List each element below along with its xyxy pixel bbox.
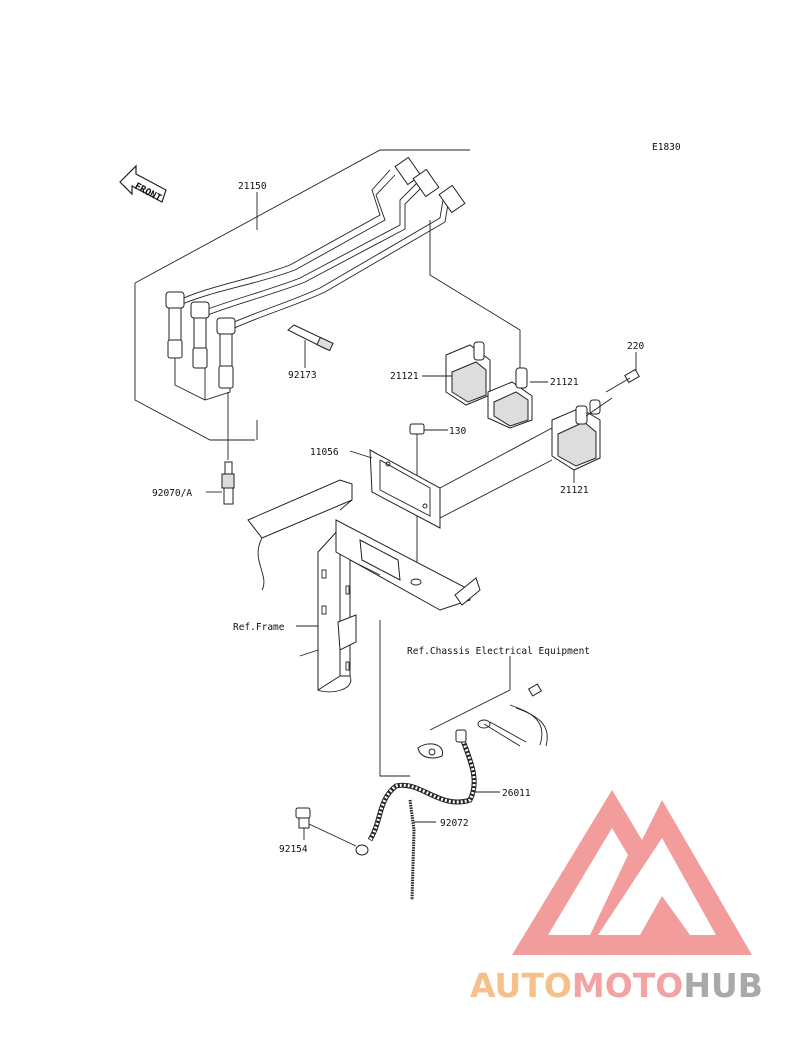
ref-chassis-electrical: Ref.Chassis Electrical Equipment (407, 646, 590, 657)
ref-frame: Ref.Frame (233, 622, 285, 633)
label-130: 130 (449, 426, 466, 437)
label-92173: 92173 (288, 370, 317, 381)
ignition-coil-a (422, 341, 491, 406)
clamp-92173 (287, 324, 334, 368)
label-21121-c: 21121 (560, 485, 589, 496)
label-92070a: 92070/A (152, 488, 192, 499)
watermark-text: AUTOMOTOHUB (470, 966, 763, 1005)
label-92154: 92154 (279, 844, 308, 855)
label-220: 220 (627, 341, 644, 352)
bolt-220 (605, 352, 640, 393)
label-26011: 26011 (502, 788, 531, 799)
ignition-coil-c (551, 397, 613, 483)
spark-plug-92070a (206, 461, 235, 505)
label-21121-b: 21121 (550, 377, 579, 388)
bolt-92154 (295, 807, 357, 847)
chassis-ref-lines (379, 620, 511, 777)
diagram-code: E1830 (652, 142, 681, 153)
automotohub-logo (512, 790, 752, 955)
ground-terminal-assembly (417, 683, 548, 759)
label-21121-a: 21121 (390, 371, 419, 382)
front-arrow-icon: FRONT (119, 164, 167, 204)
ignition-coil-b (487, 367, 548, 429)
label-92072: 92072 (440, 818, 469, 829)
watermark-hub: HUB (683, 966, 763, 1005)
watermark-moto: MOTO (572, 966, 683, 1005)
frame-section (247, 479, 481, 693)
spark-plug-wire-set (134, 149, 470, 460)
ground-cable-26011 (355, 729, 500, 856)
label-21150: 21150 (238, 181, 267, 192)
cable-tie-92072 (408, 799, 436, 901)
watermark-auto: AUTO (470, 966, 572, 1005)
label-11056: 11056 (310, 447, 339, 458)
bracket-11056 (349, 427, 553, 529)
